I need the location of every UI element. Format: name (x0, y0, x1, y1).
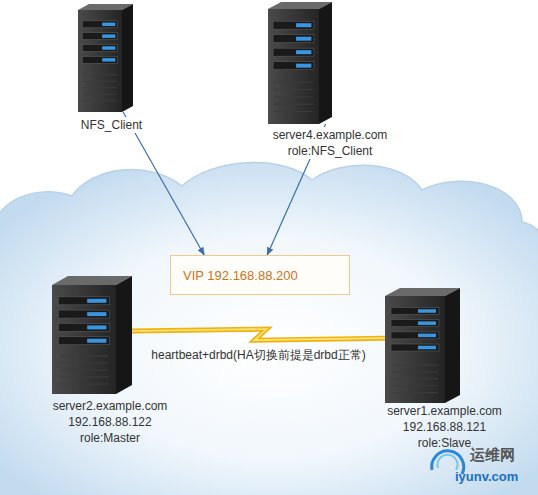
access-arrow (123, 112, 204, 255)
server-node: server4.example.com role:NFS_Client (268, 2, 332, 124)
server-label: server1.example.com 192.168.88.121 role:… (387, 403, 502, 451)
vent-line (274, 111, 313, 112)
server-side (319, 2, 332, 124)
vent-line (274, 89, 313, 90)
vent-line (60, 377, 109, 378)
server-node: server1.example.com 192.168.88.121 role:… (385, 288, 460, 403)
server-label: server2.example.com 192.168.88.122 role:… (53, 398, 168, 446)
link-label: heartbeat+drbd(HA切换前提是drbd正常) (151, 347, 365, 364)
server-front (385, 296, 445, 403)
drive-bay (273, 48, 314, 56)
vent-line (274, 82, 313, 83)
vip-address: VIP 192.168.88.200 (171, 268, 298, 283)
drive-bay (273, 21, 314, 29)
drive-light (87, 325, 106, 329)
vent-line (274, 96, 313, 97)
drive-bay (82, 45, 117, 52)
drive-bay (58, 310, 109, 318)
drive-bay (82, 21, 117, 28)
vent-line (392, 371, 438, 372)
drive-light (418, 334, 436, 338)
server-icon (268, 2, 332, 124)
drive-bay (273, 35, 314, 43)
bolt-inner (132, 329, 385, 340)
vent-line (83, 94, 116, 95)
drive-bay (391, 320, 439, 327)
vent-line (60, 369, 109, 370)
vent-line (60, 355, 109, 356)
vent-line (274, 104, 313, 105)
vip-box: VIP 192.168.88.200 (170, 255, 350, 295)
vent-line (83, 87, 116, 88)
drive-light (102, 58, 115, 62)
vent-line (60, 384, 109, 385)
drive-light (418, 321, 436, 325)
bolt-outer (132, 329, 385, 340)
vent-line (83, 81, 116, 82)
heartbeat-link (132, 329, 385, 340)
drive-bay (273, 62, 314, 70)
server-front (268, 9, 319, 124)
drive-light (102, 46, 115, 50)
server-front (52, 285, 116, 394)
watermark-text: 运维网 (470, 446, 515, 465)
vent-line (60, 362, 109, 363)
drive-light (87, 299, 106, 303)
server-node: NFS_Client (78, 4, 133, 112)
drive-light (87, 339, 106, 343)
drive-light (418, 309, 436, 313)
server-icon (78, 4, 133, 112)
vent-line (83, 74, 116, 75)
drive-light (296, 23, 311, 27)
drive-bay (82, 33, 117, 40)
vent-line (392, 392, 438, 393)
vent-line (392, 378, 438, 379)
arrow-line (123, 112, 204, 255)
server-side (122, 4, 133, 112)
drive-light (87, 312, 106, 316)
server-label: server4.example.com role:NFS_Client (273, 127, 388, 159)
server-side (116, 276, 132, 394)
drive-bay (82, 56, 117, 63)
server-side (445, 288, 460, 403)
server-node: server2.example.com 192.168.88.122 role:… (52, 276, 132, 394)
drive-light (102, 34, 115, 38)
vent-line (83, 100, 116, 101)
server-label: NFS_Client (81, 117, 142, 133)
watermark-url: iyunv.com (455, 469, 518, 484)
drive-light (296, 64, 311, 68)
server-icon (52, 276, 132, 394)
server-icon (385, 288, 460, 403)
drive-light (418, 346, 436, 350)
drive-bay (58, 297, 109, 305)
drive-bay (58, 337, 109, 345)
drive-bay (391, 332, 439, 339)
vent-line (392, 365, 438, 366)
vent-line (392, 385, 438, 386)
drive-light (296, 37, 311, 41)
drive-bay (391, 344, 439, 351)
drive-bay (391, 308, 439, 315)
drive-light (296, 50, 311, 54)
drive-light (102, 23, 115, 27)
drive-bay (58, 323, 109, 331)
cloud-shape (0, 163, 538, 495)
server-front (78, 10, 122, 112)
